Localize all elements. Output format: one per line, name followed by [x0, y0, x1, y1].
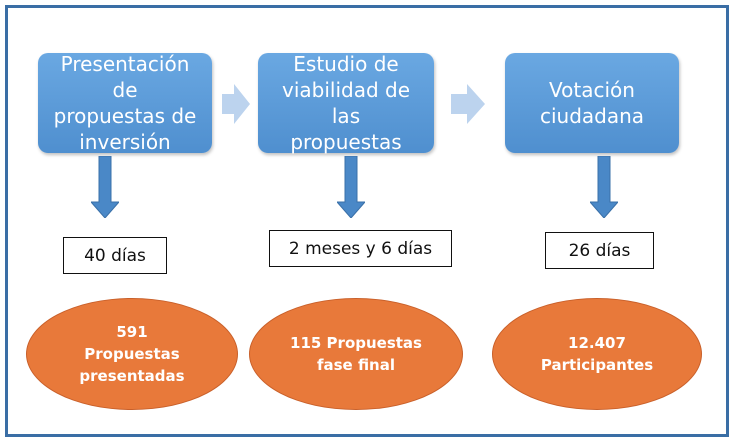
stage-label: Estudio de viabilidad de las propuestas: [281, 52, 411, 154]
stage-label: Presentación de propuestas de inversión: [53, 52, 197, 154]
stage-estudio-viabilidad: Estudio de viabilidad de las propuestas: [258, 52, 434, 154]
result-label: 591 Propuestas presentadas: [79, 323, 185, 385]
result-label: 115 Propuestas fase final: [290, 334, 422, 374]
duration-box: 40 días: [63, 237, 167, 274]
stage-votacion: Votación ciudadana: [505, 53, 679, 153]
duration-box: 26 días: [545, 232, 654, 269]
result-label: 12.407 Participantes: [540, 334, 654, 374]
result-oval-propuestas-presentadas: 591 Propuestas presentadas: [26, 298, 238, 410]
down-arrow-icon: [335, 155, 367, 222]
stage-presentacion: Presentación de propuestas de inversión: [38, 52, 212, 154]
down-arrow-icon: [89, 155, 121, 222]
down-arrow-icon: [588, 155, 620, 222]
stage-label: Votación ciudadana: [539, 78, 645, 128]
result-oval-participantes: 12.407 Participantes: [492, 298, 702, 410]
result-oval-fase-final: 115 Propuestas fase final: [249, 298, 463, 410]
duration-box: 2 meses y 6 días: [269, 230, 452, 267]
